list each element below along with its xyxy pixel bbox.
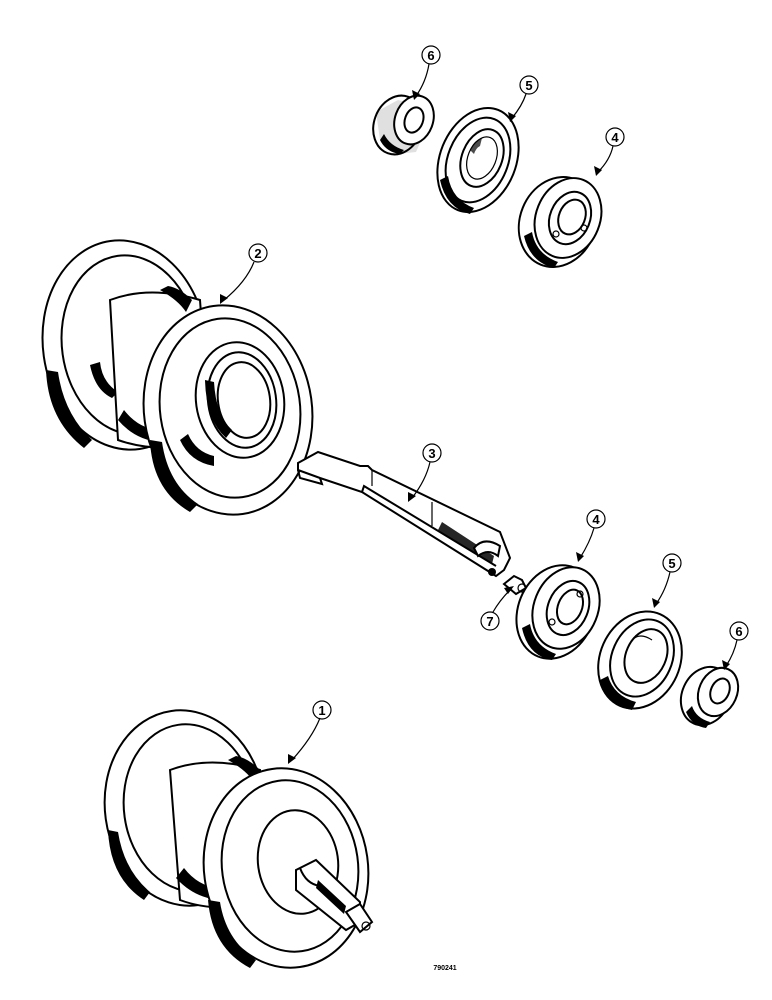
callout-5-mid: 5 (662, 553, 682, 573)
shaft-part-3 (297, 450, 512, 578)
callout-4-top-label: 4 (611, 130, 619, 145)
callout-4-mid-label: 4 (592, 512, 600, 527)
callout-6-mid-label: 6 (735, 624, 742, 639)
callout-6-top: 6 (421, 45, 441, 65)
callout-5-mid-label: 5 (668, 556, 675, 571)
callout-leaders (220, 63, 738, 764)
seal-part-5-top (436, 106, 520, 214)
callout-1: 1 (312, 700, 332, 720)
callout-7: 7 (480, 611, 500, 631)
bushing-part-6-mid (679, 665, 740, 728)
seal-part-5-mid (597, 610, 683, 710)
callout-6-mid: 6 (729, 621, 749, 641)
roller-assembly-part-1 (103, 709, 374, 969)
bearing-part-4-mid (515, 564, 601, 660)
drawing-code: 790241 (433, 965, 456, 972)
callout-4-mid: 4 (586, 509, 606, 529)
callout-2-label: 2 (254, 246, 261, 261)
bearing-part-4-top (517, 176, 603, 268)
bushing-part-6-top (372, 94, 435, 156)
callout-7-label: 7 (486, 614, 493, 629)
callout-4-top: 4 (605, 127, 625, 147)
callout-6-top-label: 6 (427, 48, 434, 63)
roller-part-2 (41, 239, 314, 516)
grease-fitting-part-7 (502, 574, 528, 596)
callout-5-top: 5 (519, 75, 539, 95)
callout-3: 3 (422, 443, 442, 463)
callout-5-top-label: 5 (525, 78, 532, 93)
callout-2: 2 (248, 243, 268, 263)
callout-3-label: 3 (428, 446, 435, 461)
callout-1-label: 1 (318, 703, 325, 718)
